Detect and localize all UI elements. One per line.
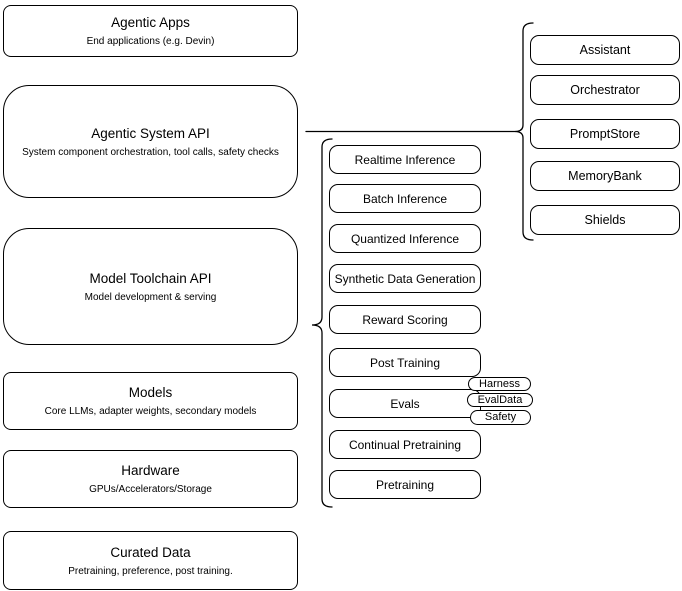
node-realtime-inference: Realtime Inference bbox=[329, 145, 481, 174]
brace-toolchain-components bbox=[311, 138, 333, 508]
node-title: Agentic System API bbox=[91, 125, 210, 141]
badge-safety: Safety bbox=[470, 410, 531, 425]
node-memorybank: MemoryBank bbox=[530, 161, 680, 191]
node-subtitle: GPUs/Accelerators/Storage bbox=[89, 484, 212, 495]
node-orchestrator: Orchestrator bbox=[530, 75, 680, 105]
node-subtitle: End applications (e.g. Devin) bbox=[86, 36, 215, 47]
node-subtitle: Core LLMs, adapter weights, secondary mo… bbox=[44, 406, 257, 417]
node-promptstore: PromptStore bbox=[530, 119, 680, 149]
node-curated-data: Curated Data Pretraining, preference, po… bbox=[3, 531, 298, 590]
node-title: Curated Data bbox=[110, 544, 191, 560]
node-batch-inference: Batch Inference bbox=[329, 184, 481, 213]
node-quantized-inference: Quantized Inference bbox=[329, 224, 481, 253]
node-reward-scoring: Reward Scoring bbox=[329, 305, 481, 334]
node-model-toolchain-api: Model Toolchain API Model development & … bbox=[3, 228, 298, 345]
node-evals: Evals bbox=[329, 389, 481, 418]
node-shields: Shields bbox=[530, 205, 680, 235]
node-assistant: Assistant bbox=[530, 35, 680, 65]
node-pretraining: Pretraining bbox=[329, 470, 481, 499]
node-post-training: Post Training bbox=[329, 348, 481, 377]
node-title: Models bbox=[128, 385, 173, 400]
node-subtitle: Pretraining, preference, post training. bbox=[68, 565, 233, 577]
badge-harness: Harness bbox=[468, 377, 531, 391]
node-continual-pretraining: Continual Pretraining bbox=[329, 430, 481, 459]
node-subtitle: Model development & serving bbox=[84, 291, 217, 303]
node-subtitle: System component orchestration, tool cal… bbox=[22, 146, 279, 158]
badge-evaldata: EvalData bbox=[467, 393, 533, 407]
node-title: Agentic Apps bbox=[111, 15, 190, 30]
node-hardware: Hardware GPUs/Accelerators/Storage bbox=[3, 450, 298, 508]
node-title: Model Toolchain API bbox=[89, 270, 212, 286]
brace-agentic-components bbox=[514, 22, 534, 241]
node-agentic-apps: Agentic Apps End applications (e.g. Devi… bbox=[3, 5, 298, 57]
node-models: Models Core LLMs, adapter weights, secon… bbox=[3, 372, 298, 430]
node-agentic-system-api: Agentic System API System component orch… bbox=[3, 85, 298, 198]
node-title: Hardware bbox=[121, 463, 180, 478]
node-synthetic-data-generation: Synthetic Data Generation bbox=[329, 264, 481, 293]
